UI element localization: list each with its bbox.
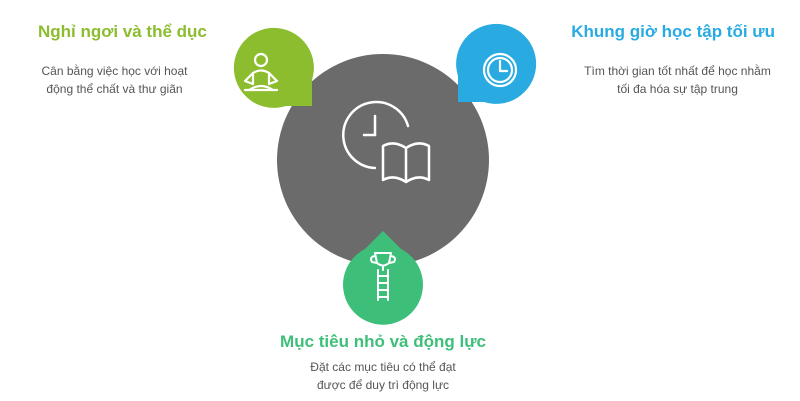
study-time-description-line: Tìm thời gian tốt nhất để học nhằm <box>584 64 771 78</box>
study-time-description: Tìm thời gian tốt nhất để học nhằm tối đ… <box>555 62 800 98</box>
goals-description-line: được để duy trì động lực <box>317 378 449 392</box>
rest-badge <box>233 27 314 108</box>
goals-badge <box>343 231 423 325</box>
study-time-badge <box>456 23 537 104</box>
clock-book-icon <box>342 100 431 184</box>
rest-description-line: Cân bằng việc học với hoạt <box>41 64 188 78</box>
goals-description: Đặt các mục tiêu có thể đạt được để duy … <box>0 358 766 394</box>
rest-description-line: động thể chất và thư giãn <box>46 82 183 96</box>
goals-description-line: Đặt các mục tiêu có thể đạt <box>310 360 456 374</box>
trophy-ladder-icon <box>370 252 396 301</box>
clock-icon <box>482 52 518 88</box>
rest-description: Cân bằng việc học với hoạt động thể chất… <box>0 62 229 98</box>
study-time-title: Khung giờ học tập tối ưu <box>571 22 775 41</box>
study-time-description-line: tối đa hóa sự tập trung <box>617 82 738 96</box>
goals-title: Mục tiêu nhỏ và động lực <box>280 332 486 351</box>
meditation-person-icon <box>243 52 279 92</box>
rest-title: Nghỉ ngơi và thể dục <box>38 22 207 41</box>
